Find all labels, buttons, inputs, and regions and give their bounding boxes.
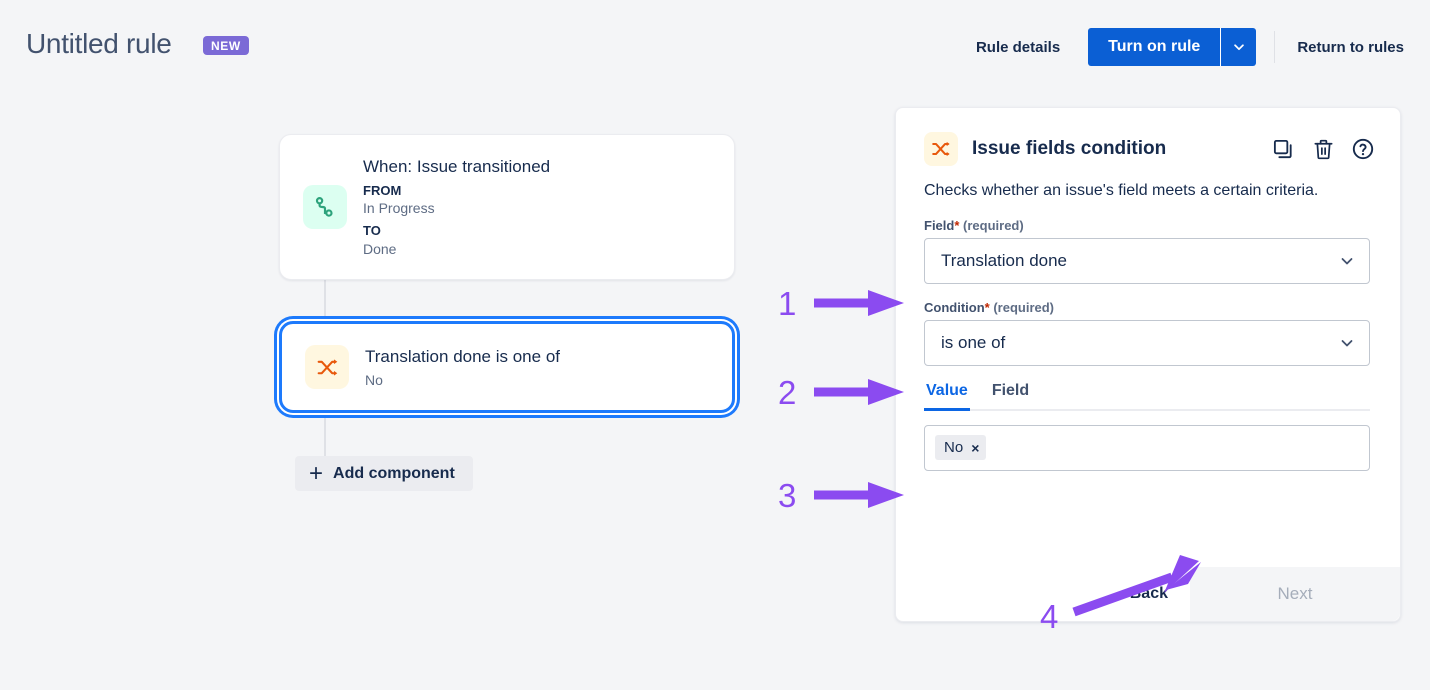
issue-fields-condition-icon	[305, 345, 349, 389]
required-star: *	[984, 299, 990, 315]
condition-card-subtitle: No	[365, 371, 383, 388]
value-chip: No ×	[935, 435, 987, 461]
back-button[interactable]: Back	[1108, 567, 1190, 621]
header-divider	[1274, 31, 1276, 63]
trigger-card-body: When: Issue transitioned FROM In Progres…	[363, 156, 550, 259]
field-label-text: Field	[924, 217, 955, 233]
turn-on-rule-button[interactable]: Turn on rule	[1088, 28, 1221, 66]
tab-field[interactable]: Field	[990, 382, 1031, 411]
field-select-value: Translation done	[941, 250, 1068, 270]
duplicate-icon	[1273, 139, 1292, 158]
value-multiselect[interactable]: No ×	[924, 424, 1370, 471]
field-select[interactable]: Translation done	[924, 237, 1370, 284]
add-component-button[interactable]: + Add component	[295, 456, 473, 491]
trigger-to-label: TO	[363, 223, 381, 239]
condition-select-value: is one of	[941, 332, 1006, 352]
rule-flow-canvas: When: Issue transitioned FROM In Progres…	[279, 134, 735, 491]
turn-on-rule-split-button: Turn on rule	[1088, 28, 1257, 66]
field-label: Field* (required)	[924, 218, 1370, 233]
flow-connector-line	[324, 278, 326, 318]
transition-branch-icon	[315, 197, 333, 217]
panel-description: Checks whether an issue's field meets a …	[924, 182, 1319, 199]
condition-card-title: Translation done is one of	[365, 347, 560, 367]
plus-icon: +	[309, 459, 324, 487]
panel-header: Issue fields condition	[896, 108, 1400, 166]
next-button[interactable]: Next	[1190, 567, 1400, 621]
delete-button[interactable]	[1310, 136, 1336, 162]
shuffle-icon	[317, 358, 337, 376]
rule-details-button[interactable]: Rule details	[962, 29, 1074, 66]
condition-config-panel: Issue fields condition	[895, 107, 1401, 622]
condition-card-selected[interactable]: Translation done is one of No	[279, 321, 735, 413]
help-icon	[1352, 138, 1374, 160]
help-button[interactable]	[1350, 136, 1376, 162]
trigger-card[interactable]: When: Issue transitioned FROM In Progres…	[279, 134, 735, 280]
page-header: Untitled rule NEW Rule details Turn on r…	[0, 0, 1430, 92]
issue-transitioned-icon	[303, 185, 347, 229]
chevron-down-icon	[1339, 253, 1355, 269]
condition-card-body: Translation done is one of No	[365, 346, 560, 387]
required-text: (required)	[963, 217, 1024, 233]
header-actions: Rule details Turn on rule Return to rule…	[962, 28, 1408, 66]
trigger-card-title: When: Issue transitioned	[363, 156, 551, 176]
return-to-rules-button[interactable]: Return to rules	[1293, 29, 1408, 66]
panel-condition-icon	[924, 132, 958, 166]
condition-label-text: Condition	[924, 299, 985, 315]
trash-icon	[1313, 139, 1333, 159]
required-text: (required)	[993, 299, 1055, 315]
required-star: *	[954, 217, 960, 233]
trigger-to-value: Done	[363, 240, 397, 257]
flow-connector-line	[324, 414, 326, 456]
condition-form: Field* (required) Translation done Condi…	[896, 202, 1400, 471]
condition-select[interactable]: is one of	[924, 319, 1370, 366]
trigger-from-label: FROM	[363, 182, 402, 198]
shuffle-icon	[932, 141, 950, 157]
panel-footer: Back Next	[896, 567, 1400, 621]
chevron-down-icon	[1234, 44, 1244, 51]
close-icon[interactable]: ×	[971, 439, 980, 456]
value-field-tabs: Value Field	[924, 382, 1370, 411]
add-component-label: Add component	[333, 464, 455, 482]
duplicate-button[interactable]	[1270, 136, 1296, 162]
chevron-down-icon	[1339, 335, 1355, 351]
panel-action-buttons	[1270, 136, 1376, 162]
trigger-from-value: In Progress	[363, 200, 435, 217]
condition-label: Condition* (required)	[924, 300, 1370, 315]
status-badge: NEW	[203, 36, 249, 55]
panel-title: Issue fields condition	[972, 138, 1167, 159]
page-title: Untitled rule	[26, 28, 172, 59]
tab-value[interactable]: Value	[924, 382, 970, 411]
value-chip-label: No	[944, 439, 964, 457]
turn-on-rule-dropdown-button[interactable]	[1220, 28, 1257, 66]
